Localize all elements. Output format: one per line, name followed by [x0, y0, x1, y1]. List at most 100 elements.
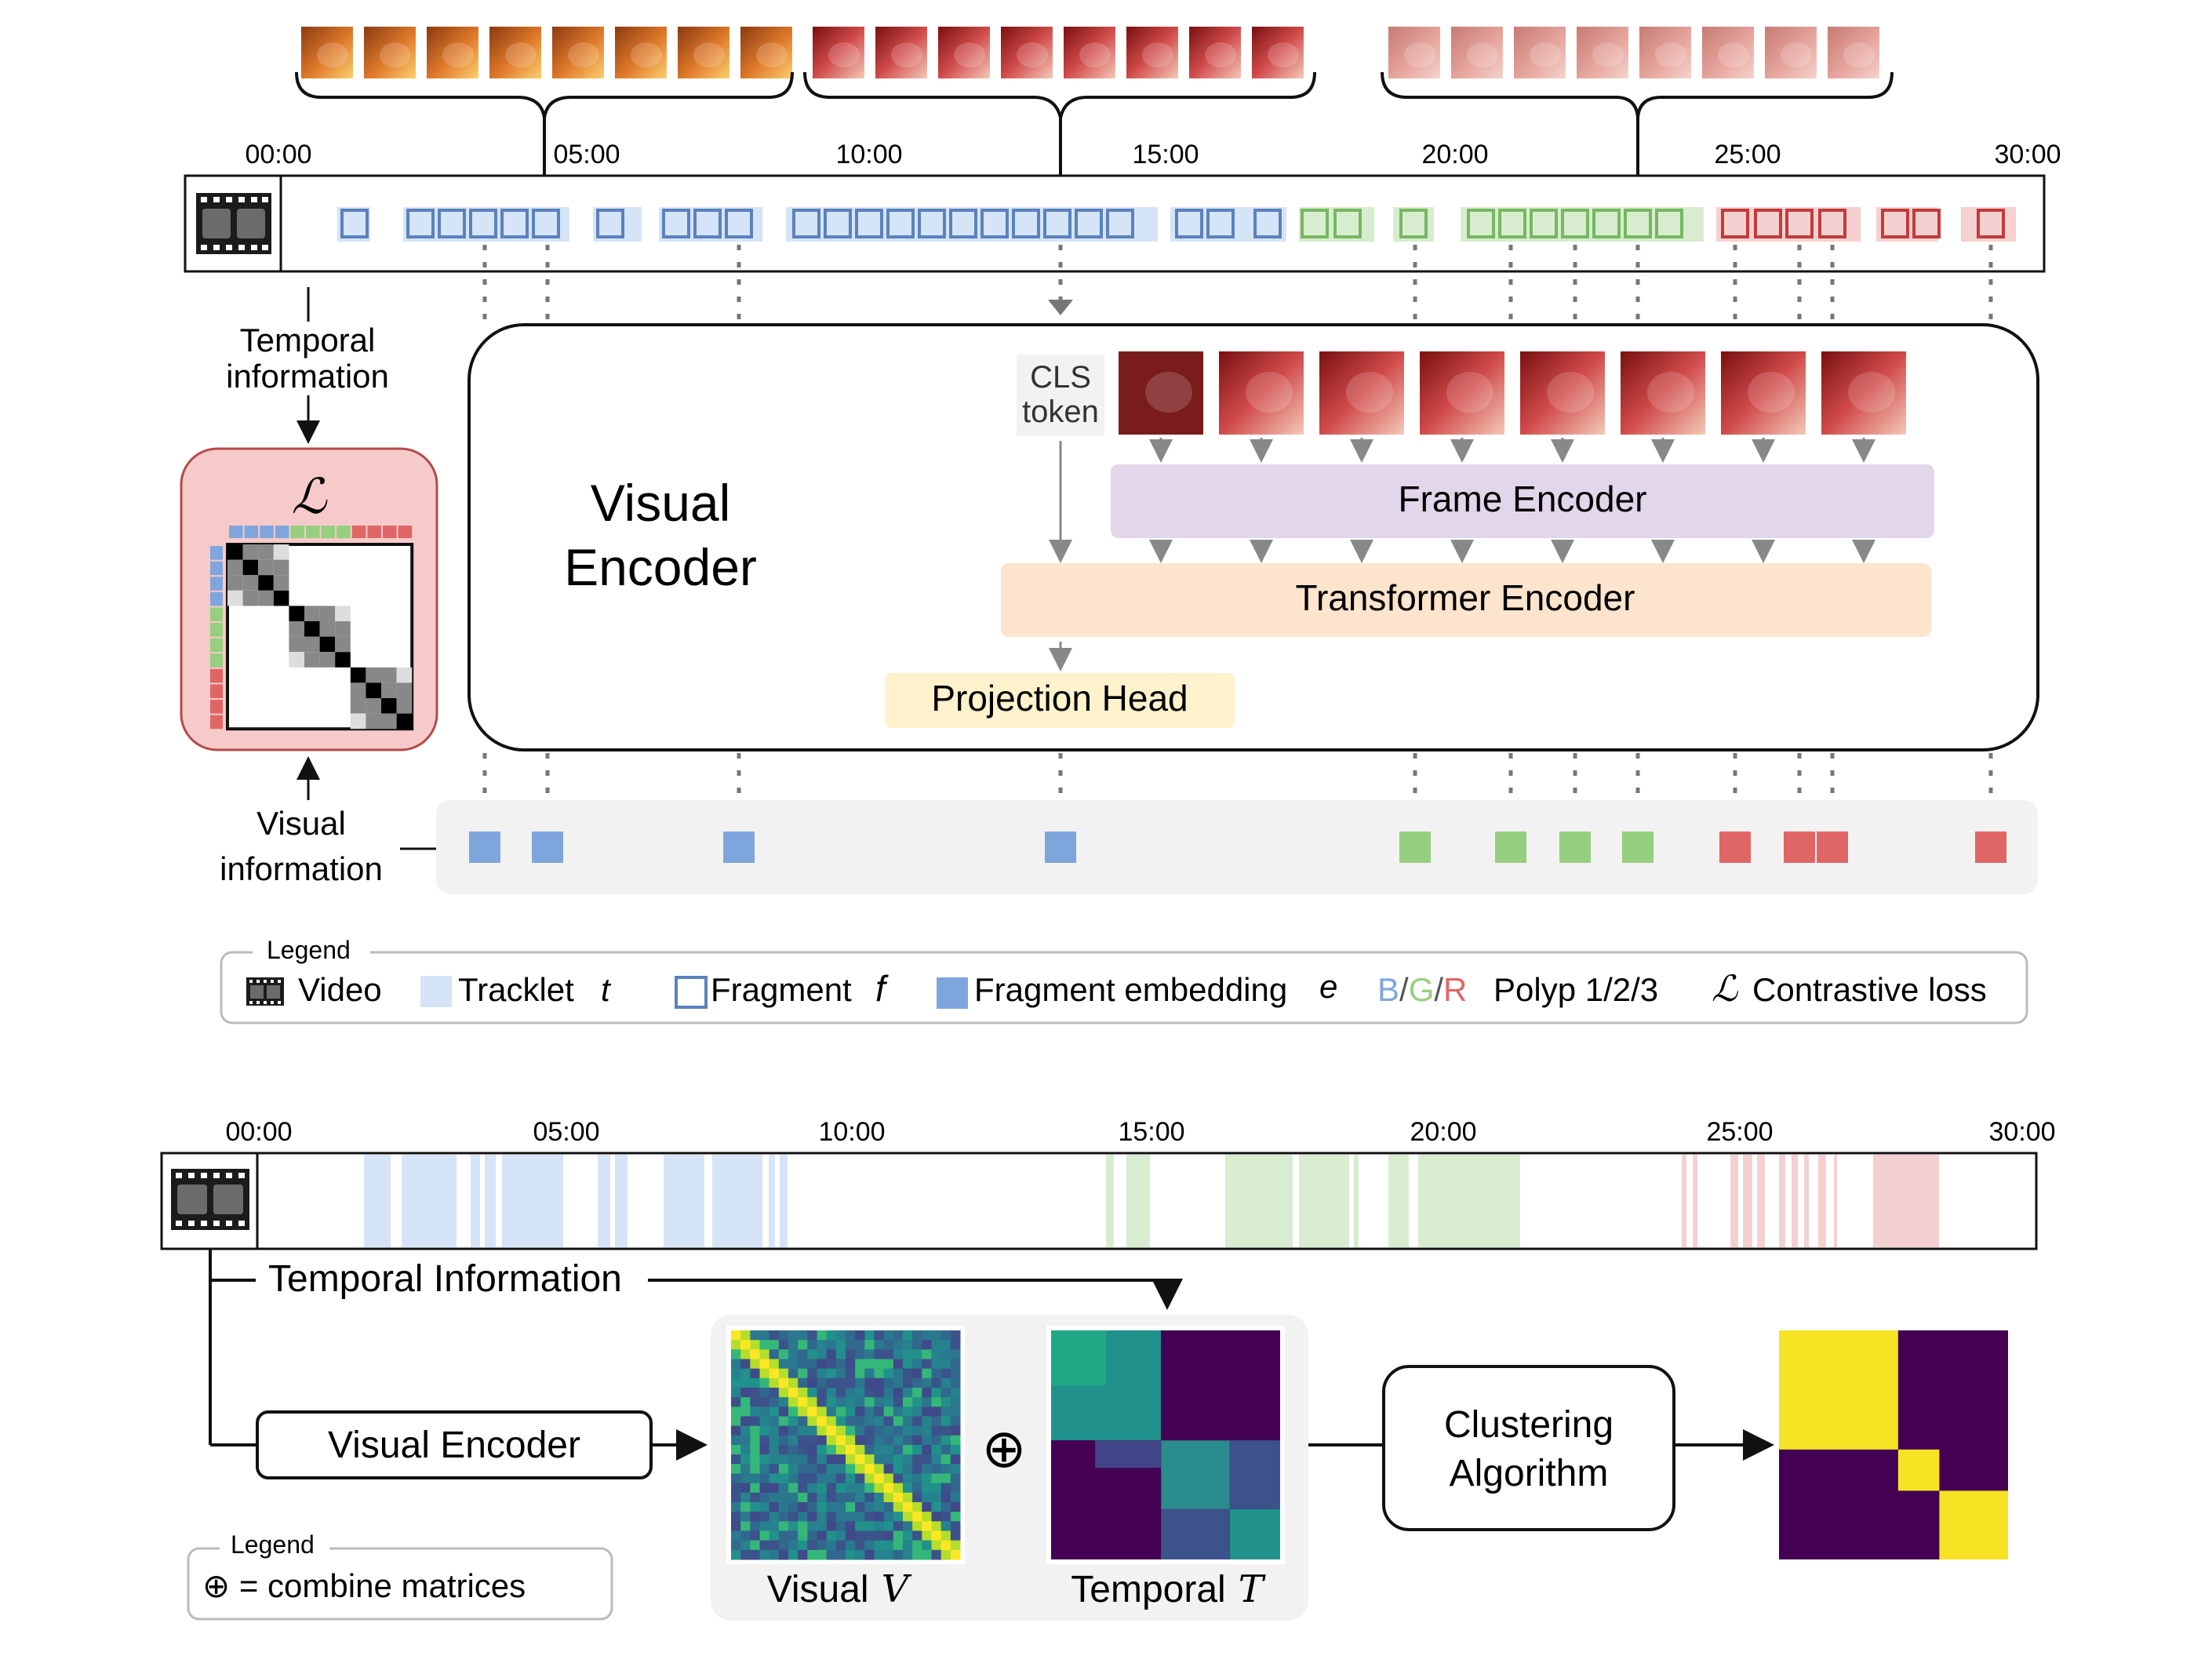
temporal-offdiag [1095, 1440, 1162, 1468]
fragment [596, 209, 624, 238]
cls-token [1017, 355, 1104, 436]
tracklet [485, 1155, 496, 1247]
visual-matrix-cell [922, 1454, 932, 1465]
visual-matrix-cell [893, 1530, 904, 1541]
visual-matrix-cell [912, 1425, 922, 1436]
visual-matrix-cell [846, 1445, 856, 1455]
visual-matrix-cell [922, 1549, 932, 1560]
embeddings [469, 832, 2006, 863]
visual-matrix-cell [759, 1502, 770, 1512]
visual-matrix-cell [788, 1473, 799, 1484]
visual-matrix-cell [807, 1330, 817, 1341]
visual-matrix-cell [731, 1445, 741, 1455]
clustering-box [1382, 1365, 1675, 1531]
fragment [340, 209, 369, 238]
visual-matrix-cell [922, 1445, 932, 1455]
tracklet [1757, 1155, 1765, 1247]
visual-matrix-cell [740, 1530, 751, 1541]
visual-matrix-cell [883, 1340, 894, 1350]
visual-matrix-cell [817, 1425, 828, 1436]
visual-matrix-cell [740, 1502, 751, 1512]
loss-matrix-cell [273, 590, 289, 606]
fragment-embedding [1495, 832, 1526, 863]
visual-matrix-cell [846, 1473, 856, 1484]
visual-matrix-cell [807, 1530, 817, 1541]
visual-matrix-cell [864, 1330, 875, 1341]
visual-matrix-cell [807, 1464, 817, 1474]
cluster-block [1897, 1449, 1940, 1491]
bottom-tick: 00:00 [225, 1117, 292, 1147]
visual-matrix-cell [874, 1388, 885, 1398]
legend-embedding: Fragment embedding [974, 971, 1287, 1008]
top-fragments [340, 209, 2005, 238]
visual-matrix-cell [788, 1416, 799, 1427]
visual-matrix-cell [874, 1330, 885, 1341]
fragment [469, 209, 497, 238]
visual-matrix-cell [778, 1388, 789, 1398]
visual-matrix-cell [759, 1406, 770, 1417]
visual-matrix-cell [931, 1416, 942, 1427]
encoder-frame [1721, 351, 1806, 435]
visual-matrix-cell [817, 1483, 828, 1494]
visual-matrix-cell [817, 1530, 828, 1541]
frame-thumbnail [678, 27, 729, 78]
visual-matrix-cell [846, 1530, 856, 1541]
visual-matrix-cell [912, 1492, 922, 1503]
visual-matrix-cell [835, 1483, 846, 1494]
visual-matrix-cell [922, 1359, 932, 1370]
frame-thumbnail [552, 27, 604, 78]
visual-matrix-cell [731, 1483, 741, 1494]
tracklet [1388, 1155, 1409, 1247]
loss-matrix-col-tag [367, 526, 381, 538]
visual-matrix-cell [740, 1521, 751, 1531]
frame-highlight [891, 42, 922, 67]
visual-matrix-cell [883, 1377, 894, 1388]
visual-matrix-cell [846, 1330, 856, 1341]
loss-matrix-cell [304, 652, 320, 668]
fragment [1075, 209, 1103, 238]
visual-matrix-cell [931, 1502, 942, 1512]
visual-matrix-cell [740, 1549, 751, 1560]
visual-caption-text: Visual [767, 1569, 869, 1610]
visual-matrix-cell [750, 1454, 760, 1465]
temporal-caption-text: Temporal [1071, 1569, 1225, 1610]
visual-matrix-cell [912, 1530, 922, 1541]
visual-matrix-cell [846, 1540, 856, 1551]
visual-matrix-cell [864, 1368, 875, 1379]
visual-matrix-cell [864, 1435, 875, 1446]
visual-matrix-cell [874, 1435, 885, 1446]
visual-matrix-cell [798, 1445, 808, 1455]
visual-matrix-cell [846, 1416, 856, 1427]
loss-matrix-col-tag [383, 526, 397, 538]
bottom-time-axis: 00:00 05:00 10:00 15:00 20:00 25:00 30:0… [225, 1117, 2055, 1147]
loss-matrix-cell [319, 652, 336, 668]
visual-matrix-cell [883, 1540, 894, 1551]
visual-matrix-cell [931, 1454, 942, 1465]
legend-2-text: ⊕ = combine matrices [202, 1567, 526, 1604]
visual-matrix-cell [903, 1483, 913, 1494]
visual-matrix-cell [740, 1512, 751, 1522]
visual-matrix-cell [807, 1416, 817, 1427]
visual-matrix-cell [883, 1464, 894, 1474]
visual-matrix-cell [826, 1340, 837, 1350]
legend-tracklet-swatch [420, 976, 452, 1007]
visual-matrix-cell [759, 1492, 770, 1503]
visual-matrix-cell [798, 1330, 808, 1341]
frame-thumbnail [1126, 27, 1178, 78]
fragment [1754, 209, 1782, 238]
loss-matrix-cell [227, 575, 243, 591]
visual-matrix-cell [769, 1406, 780, 1417]
visual-matrix-cell [903, 1521, 913, 1531]
visual-matrix-cell [846, 1521, 856, 1531]
visual-matrix-cell [759, 1530, 770, 1541]
encoder-frame [1219, 351, 1304, 435]
visual-matrix-cell [846, 1483, 856, 1494]
visual-matrix-cell [903, 1406, 913, 1417]
encoder-title-line1: Visual [591, 474, 731, 532]
visual-matrix-cell [835, 1406, 846, 1417]
visual-matrix-cell [940, 1540, 951, 1551]
fragment [949, 209, 977, 238]
visual-matrix-cell [931, 1512, 942, 1522]
frame-highlight [1205, 42, 1236, 67]
visual-label-line1: Visual [256, 805, 346, 842]
